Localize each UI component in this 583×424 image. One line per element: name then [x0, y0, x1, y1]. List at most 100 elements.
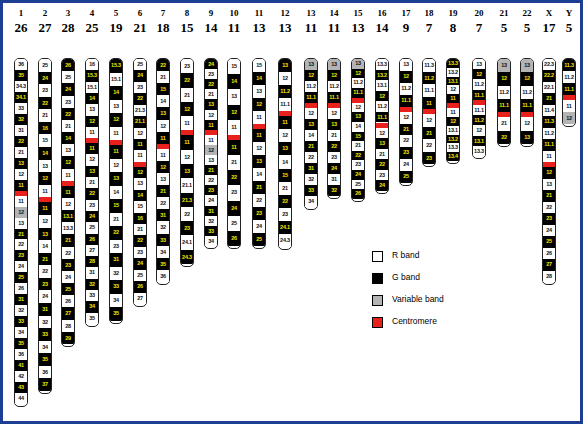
band-label: 12 — [15, 169, 27, 180]
band-label: 21 — [376, 149, 388, 160]
chromosome-number: 7 — [151, 8, 175, 18]
band-label: 25 — [62, 283, 74, 295]
band-label: 12 — [473, 69, 485, 79]
band-label: 12 — [376, 128, 388, 139]
band-label: 34 — [157, 246, 169, 258]
band-label: 21 — [181, 88, 193, 102]
chromosome-body: 131211.211.112131415212223242526 — [351, 58, 365, 202]
band-label: 25 — [400, 171, 412, 183]
band-label: 33 — [86, 290, 98, 301]
band-label: 23 — [228, 185, 240, 200]
band-label: 13 — [62, 144, 74, 156]
chromosome-number: 10 — [222, 8, 246, 18]
chromosome-body: 363534.334.13332312221131211111213212223… — [14, 58, 28, 407]
chromosome-ideogram: 1011151413121111212223242526 — [222, 8, 246, 247]
band-label: 28 — [543, 271, 555, 282]
band-label: 31 — [15, 294, 27, 305]
band-label: 23 — [423, 152, 435, 165]
band-label: 23 — [15, 250, 27, 261]
band-label: 25 — [62, 71, 74, 83]
band-label: 32 — [86, 279, 98, 290]
band-label: 22 — [400, 135, 412, 147]
band-label: 23 — [110, 240, 122, 254]
band-label: 31 — [305, 163, 317, 174]
band-label: 13 — [134, 178, 146, 189]
chromosome-number: 1 — [9, 8, 33, 18]
band-label: 11 — [543, 151, 555, 162]
band-label: 23 — [253, 207, 265, 220]
band-label: 34 — [86, 301, 98, 312]
band-label: 15 — [228, 59, 240, 74]
band-label: 12 — [134, 128, 146, 139]
chromosome-body: 22.322.222.12111.411.311.211.11112132122… — [542, 58, 556, 285]
band-label: 12 — [86, 116, 98, 127]
band-label: 14 — [86, 93, 98, 104]
band-label: 24 — [134, 70, 146, 81]
band-label: 11 — [157, 149, 169, 161]
band-label: 26 — [86, 234, 98, 245]
band-count: 27 — [33, 21, 57, 35]
band-label: 23 — [134, 247, 146, 258]
band-label: 11.1 — [328, 92, 340, 103]
chromosome-body: 131211.211.1122122232425 — [399, 58, 413, 186]
band-label: 12 — [521, 72, 533, 85]
band-count: 25 — [80, 21, 104, 35]
band-label: 23 — [181, 59, 193, 73]
band-label: 11.2 — [423, 72, 435, 85]
band-label: 12 — [305, 70, 317, 81]
chromosome-ideogram: 11131514131211111213142122232425 — [247, 8, 271, 247]
band-label: 23 — [39, 84, 51, 97]
band-label: 31 — [110, 253, 122, 267]
chromosome-ideogram: 4251615.315.1141312111112132122232425262… — [80, 8, 104, 325]
band-label: 23 — [400, 147, 412, 159]
band-count: 13 — [346, 21, 370, 35]
chromosome-ideogram: 215131211.211.12122 — [492, 8, 516, 145]
chromosome-number: 21 — [492, 8, 516, 18]
band-label: 21 — [15, 229, 27, 240]
band-label: 21 — [328, 130, 340, 141]
band-label: 24 — [39, 72, 51, 85]
band-label: 11 — [86, 127, 98, 138]
band-label: 21 — [86, 177, 98, 188]
legend-swatch — [372, 295, 383, 306]
band-label: 24 — [253, 220, 265, 233]
band-label: 15 — [279, 169, 291, 182]
band-label: 22 — [15, 136, 27, 147]
centromere — [181, 130, 193, 135]
band-label: 13 — [15, 218, 27, 229]
band-label: 13 — [279, 59, 291, 72]
band-label: 11 — [205, 135, 217, 145]
band-label: 12 — [253, 98, 265, 111]
band-count: 26 — [9, 21, 33, 35]
band-label: 13 — [328, 119, 340, 130]
centromere — [543, 162, 555, 167]
band-label: 11 — [279, 116, 291, 129]
chromosome-number: 15 — [346, 8, 370, 18]
band-label: 11 — [15, 196, 27, 207]
band-label: 11.1 — [376, 112, 388, 123]
chromosome-number: 6 — [128, 8, 152, 18]
chromosome-number: 2 — [33, 8, 57, 18]
band-label: 13 — [473, 59, 485, 69]
centromere — [328, 103, 340, 108]
chromosome-number: 3 — [56, 8, 80, 18]
band-label: 11.2 — [498, 86, 510, 99]
band-label: 11.2 — [352, 78, 364, 88]
band-label: 23 — [328, 152, 340, 163]
band-label: 13.1 — [62, 210, 74, 222]
band-label: 13 — [228, 89, 240, 104]
band-label: 14 — [110, 86, 122, 100]
centromere — [253, 124, 265, 129]
band-label: 22.2 — [543, 70, 555, 81]
centromere — [473, 100, 485, 105]
band-label: 13 — [205, 99, 217, 109]
band-label: 22 — [181, 207, 193, 221]
band-label: 15.3 — [86, 70, 98, 81]
band-label: 33 — [157, 234, 169, 246]
band-label: 11.1 — [563, 83, 575, 95]
band-count: 19 — [104, 21, 128, 35]
band-count: 7 — [417, 21, 441, 35]
chromosome-number: 20 — [467, 8, 491, 18]
band-label: 13 — [157, 107, 169, 119]
centromere — [305, 103, 317, 108]
